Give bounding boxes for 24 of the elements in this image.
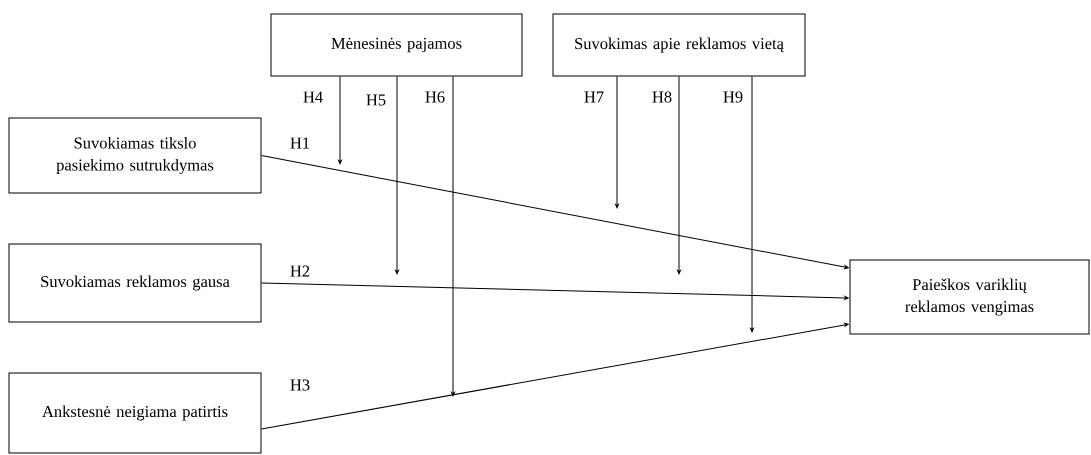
edge-label: H7: [584, 91, 604, 103]
arrow: [261, 282, 849, 300]
arrow: [677, 76, 681, 275]
edge-label: H1: [290, 137, 310, 149]
edge-label: H9: [723, 91, 743, 103]
arrow: [451, 76, 455, 397]
arrow: [261, 155, 849, 269]
edge-label: H6: [425, 91, 445, 103]
edge-label: H4: [303, 91, 323, 103]
edge-label: H3: [290, 379, 310, 391]
edge-label: H5: [366, 94, 386, 106]
arrow: [338, 76, 342, 165]
concept-box: Mėnesinės pajamos: [270, 13, 523, 77]
concept-box: Paieškos variklių reklamos vengimas: [849, 259, 1090, 335]
arrow: [261, 322, 849, 430]
edge-label: H8: [652, 91, 672, 103]
arrow: [395, 76, 399, 275]
concept-box: Suvokiamas tikslo pasiekimo sutrukdymas: [8, 117, 262, 194]
concept-box: Suvokimas apie reklamos vietą: [552, 13, 806, 77]
concept-box: Ankstesnė neigiama patirtis: [8, 372, 262, 454]
edge-label: H2: [290, 265, 310, 277]
concept-box: Suvokiamas reklamos gausa: [8, 243, 262, 323]
arrow: [750, 76, 754, 333]
arrow: [615, 76, 619, 209]
